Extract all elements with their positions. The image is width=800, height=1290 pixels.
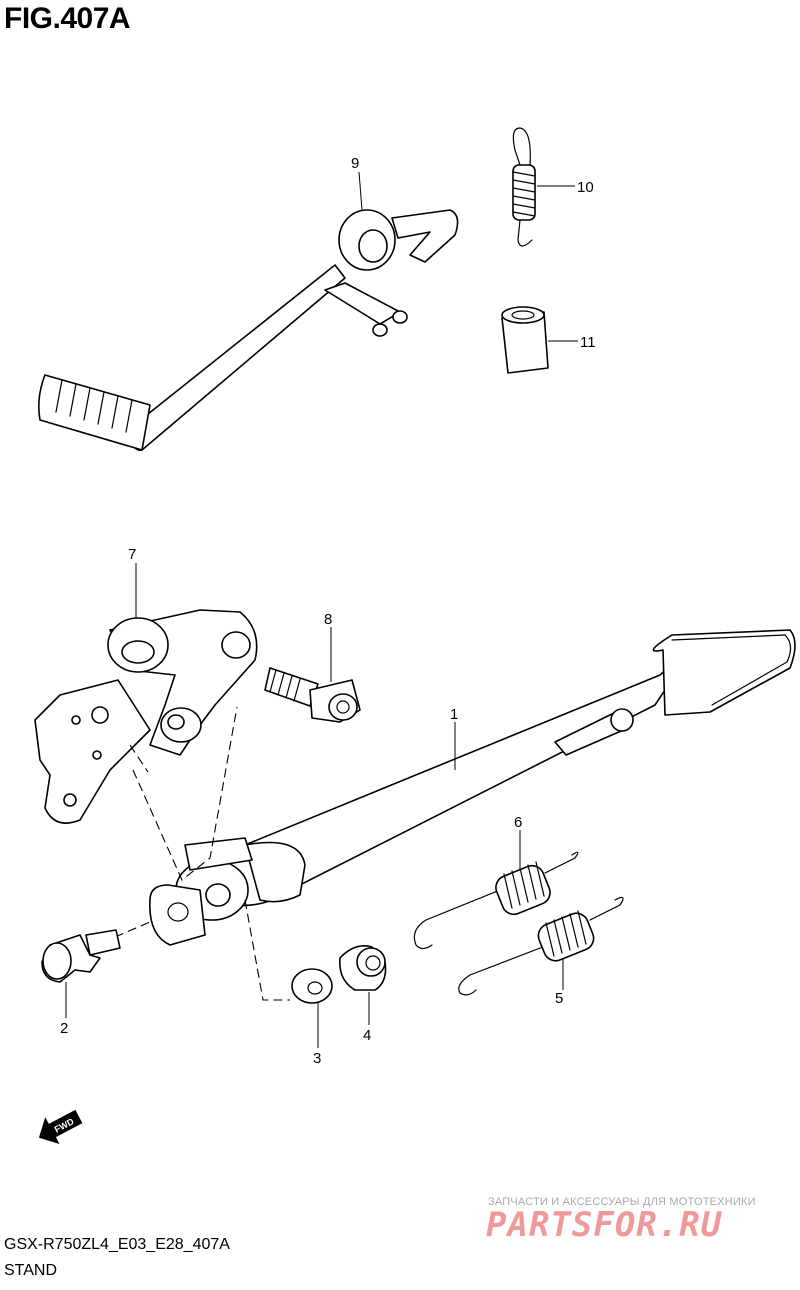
callout-4: 4	[363, 1027, 371, 1044]
callout-9: 9	[351, 155, 359, 172]
callout-leader-lines	[65, 171, 578, 1048]
watermark-tagline: ЗАПЧАСТИ И АКСЕССУАРЫ ДЛЯ МОТОТЕХНИКИ	[488, 1196, 756, 1208]
callout-5: 5	[555, 990, 563, 1007]
section-name: STAND	[4, 1262, 58, 1279]
part-1-side-stand[interactable]	[149, 629, 796, 946]
part-7-bracket[interactable]	[34, 609, 258, 824]
callout-6: 6	[514, 814, 522, 831]
part-9-pedal-lever[interactable]	[38, 209, 459, 451]
callout-labels: 9 10 11 7 8 1 6 5 2 3 4	[60, 155, 596, 1067]
callout-3: 3	[313, 1050, 321, 1067]
callout-10: 10	[577, 179, 594, 196]
callout-2: 2	[60, 1020, 68, 1037]
part-6-spring[interactable]	[413, 851, 579, 950]
callout-7: 7	[128, 546, 136, 563]
part-5-spring[interactable]	[458, 896, 624, 996]
part-4-nut[interactable]	[338, 945, 387, 991]
part-10-spring[interactable]	[512, 127, 536, 247]
part-11-bush[interactable]	[501, 306, 549, 374]
model-code: GSX-R750ZL4_E03_E28_407A	[4, 1236, 230, 1253]
watermark-logo: PARTSFOR.RU	[486, 1205, 723, 1245]
figure-title: FIG.407A	[4, 2, 131, 35]
callout-11: 11	[580, 334, 596, 351]
assembly-guide-lines	[114, 706, 290, 1001]
callout-1: 1	[450, 706, 458, 723]
part-2-pivot-bolt[interactable]	[41, 929, 121, 983]
callout-8: 8	[324, 611, 332, 628]
part-3-washer[interactable]	[291, 968, 333, 1004]
part-8-bolt[interactable]	[264, 667, 361, 723]
forward-arrow-icon: FWD	[38, 1109, 83, 1144]
